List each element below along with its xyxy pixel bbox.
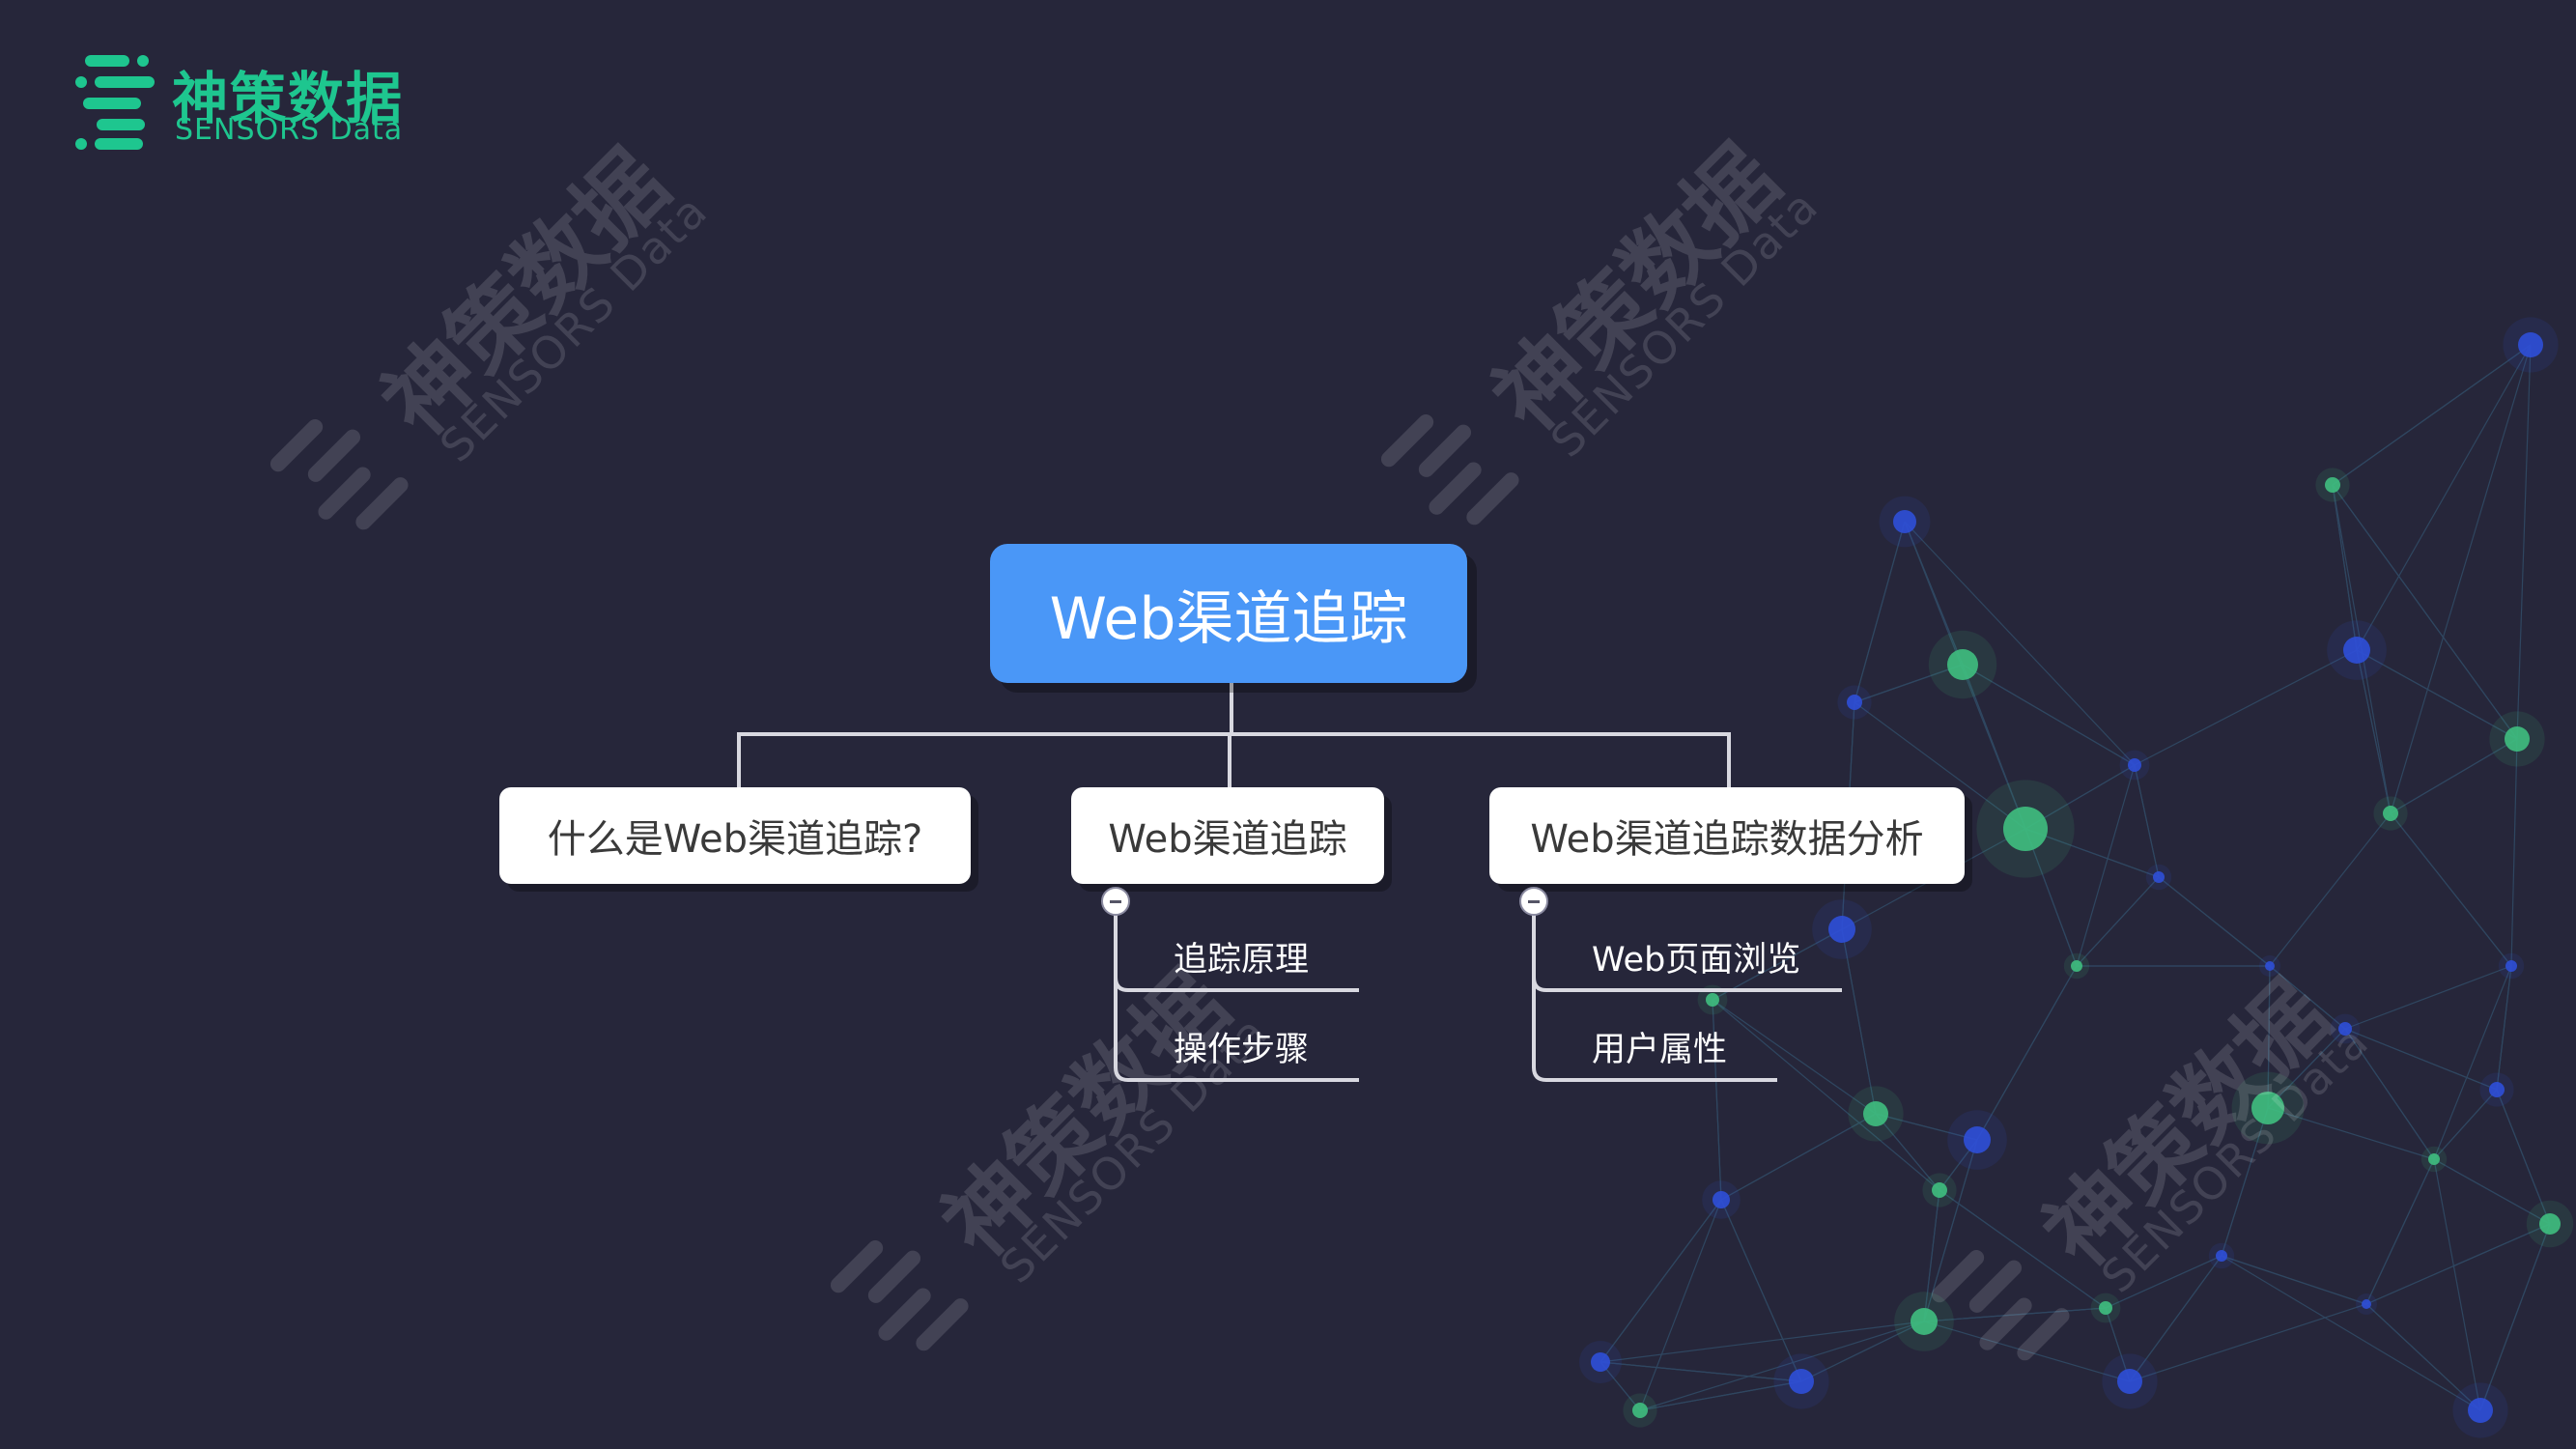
network-node — [2505, 726, 2530, 752]
network-node — [2216, 1250, 2227, 1262]
network-node — [2071, 960, 2082, 972]
mindmap-node-what-is[interactable]: 什么是Web渠道追踪? — [499, 787, 971, 884]
network-node — [2428, 1153, 2440, 1165]
mindmap-node-web-tracking[interactable]: Web渠道追踪 — [1071, 787, 1384, 884]
network-node — [1847, 695, 1862, 710]
watermark-logo-icon — [269, 419, 409, 530]
mindmap-leaf-user-attributes[interactable]: 用户属性 — [1592, 1031, 1728, 1069]
network-node — [2128, 758, 2141, 772]
network-node — [2265, 961, 2275, 971]
network-node — [1591, 1352, 1610, 1372]
network-node — [1789, 1369, 1814, 1394]
network-node — [2153, 871, 2165, 883]
network-node — [1632, 1403, 1648, 1418]
network-node — [2117, 1369, 2142, 1394]
network-node — [2489, 1082, 2505, 1097]
network-node — [1706, 993, 1719, 1007]
network-node — [1932, 1182, 1947, 1198]
collapse-toggle-web-tracking[interactable] — [1101, 887, 1130, 916]
network-node — [1713, 1191, 1730, 1208]
connector-branch-bar — [737, 732, 1731, 787]
network-node — [1828, 916, 1855, 943]
mindmap-leaf-tracking-principle[interactable]: 追踪原理 — [1174, 941, 1310, 980]
network-node — [2539, 1213, 2561, 1235]
watermark: 神策数据 SENSORS Data — [800, 916, 1305, 1421]
network-node — [2362, 1299, 2371, 1309]
network-node — [2003, 807, 2048, 851]
network-node — [2325, 477, 2340, 493]
watermark-logo-icon — [830, 1240, 969, 1351]
network-node — [2343, 637, 2370, 664]
network-node — [1947, 649, 1978, 680]
watermark: 神策数据 SENSORS Data — [1350, 90, 1855, 595]
network-node — [2468, 1398, 2493, 1423]
connector-leaf-4 — [1532, 978, 1777, 1082]
network-node — [2338, 1022, 2352, 1036]
connector-leaf-2 — [1114, 978, 1359, 1082]
network-node — [2505, 960, 2517, 972]
logo-text-cn: 神策数据 — [172, 66, 405, 131]
network-node — [1893, 510, 1916, 533]
network-node — [2099, 1301, 2112, 1315]
mindmap-root-node[interactable]: Web渠道追踪 — [990, 544, 1467, 683]
collapse-toggle-data-analysis[interactable] — [1519, 887, 1548, 916]
logo-text-en: SENSORS Data — [175, 113, 404, 147]
network-node — [2518, 332, 2543, 357]
watermark: 神策数据 SENSORS Data — [240, 95, 745, 600]
watermark: 神策数据 SENSORS Data — [1901, 925, 2406, 1431]
mindmap-leaf-operation-steps[interactable]: 操作步骤 — [1174, 1031, 1310, 1069]
watermark-logo-icon — [1380, 414, 1519, 526]
network-node — [2251, 1092, 2284, 1124]
network-node — [1863, 1101, 1888, 1126]
mindmap-node-data-analysis[interactable]: Web渠道追踪数据分析 — [1489, 787, 1965, 884]
sensors-logo-icon — [75, 55, 155, 150]
network-node — [2383, 806, 2398, 821]
network-node — [1911, 1308, 1938, 1335]
mindmap-leaf-page-view[interactable]: Web页面浏览 — [1592, 941, 1801, 980]
watermark-logo-icon — [1931, 1250, 2070, 1361]
network-node — [1964, 1126, 1991, 1153]
brand-logo: 神策数据 SENSORS Data — [75, 53, 423, 159]
